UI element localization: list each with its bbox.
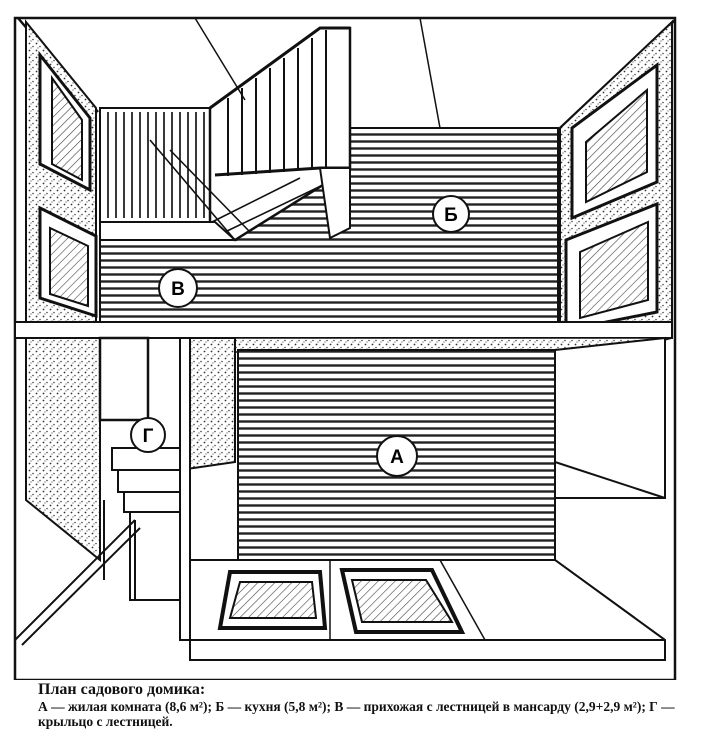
room-letter-a: А [390,447,404,468]
room-label-g: Г [130,417,166,453]
partition-beam [14,321,673,339]
room-label-b: Б [432,195,470,233]
right-wall-upper [559,19,673,332]
room-label-v: В [158,268,198,308]
room-label-a: А [376,435,418,477]
caption-title: План садового домика: [38,681,206,698]
caption: План садового домика: А — жилая комната … [38,681,700,729]
porch [14,447,181,646]
house-plan-drawing: Б В Г А [13,16,677,680]
staircase [99,26,352,242]
room-letter-b: Б [444,205,458,226]
room-letter-v: В [171,279,185,300]
left-wall-lower [25,336,236,641]
ceiling-line [194,17,246,101]
ceiling-line-right [419,17,441,129]
caption-text: А — жилая комната (8,6 м²); Б — кухня (5… [38,699,675,729]
room-letter-g: Г [143,426,154,447]
left-wall-upper [25,19,98,323]
floor-foreground [189,559,666,661]
